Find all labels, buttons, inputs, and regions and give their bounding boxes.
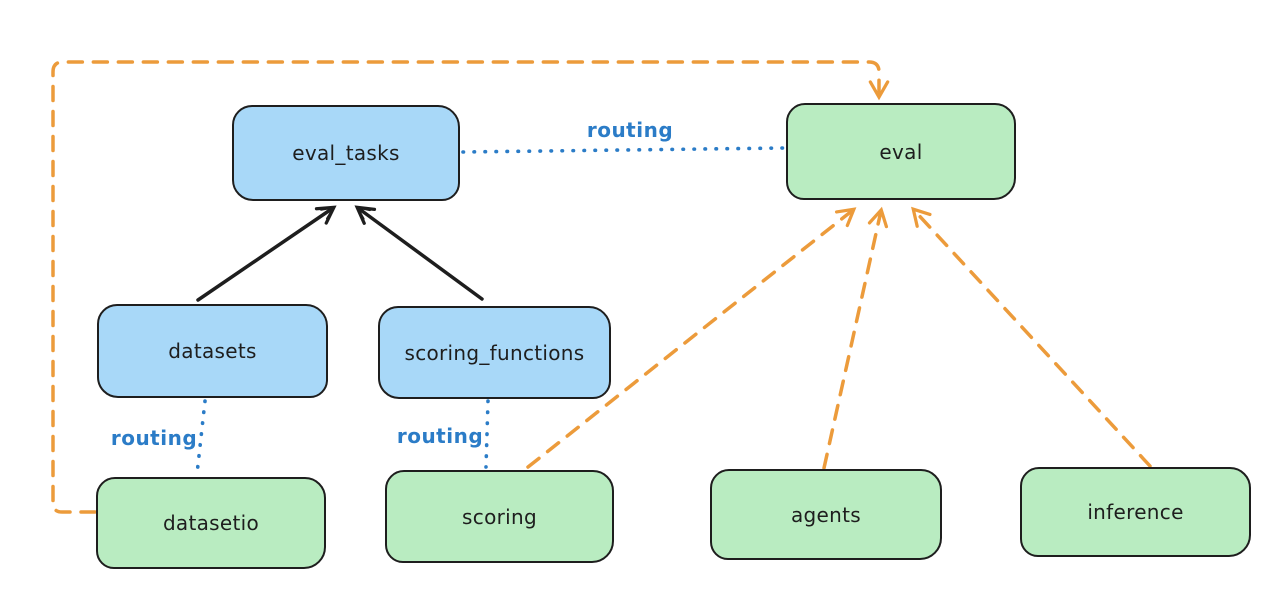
edge-agents-to-eval <box>822 206 889 470</box>
edge-datasets-to-datasetio-routing <box>195 399 207 476</box>
node-datasetio-label: datasetio <box>162 511 260 535</box>
node-eval-tasks-label: eval_tasks <box>292 141 400 165</box>
node-agents: agents <box>710 469 942 560</box>
node-inference: inference <box>1020 467 1251 557</box>
node-scoring-label: scoring <box>462 504 537 529</box>
edge-datasetio-to-eval <box>51 60 890 514</box>
node-datasets: datasets <box>97 304 328 398</box>
edge-label-routing-scoring-functions-scoring: routing <box>396 424 484 448</box>
edge-label-routing-datasets-datasetio: routing <box>110 426 198 450</box>
edge-scoring-functions-to-eval-tasks <box>354 205 484 301</box>
edge-eval-tasks-to-eval-routing <box>461 146 786 154</box>
node-datasets-label: datasets <box>168 339 257 363</box>
edge-inference-to-eval <box>911 206 1152 468</box>
node-datasetio: datasetio <box>96 477 326 569</box>
node-scoring: scoring <box>385 470 614 563</box>
edge-datasets-to-eval-tasks <box>196 205 337 302</box>
node-inference-label: inference <box>1087 500 1184 524</box>
edge-label-routing-eval-tasks-eval: routing <box>586 118 674 142</box>
edge-scoring-to-eval <box>526 207 857 469</box>
node-scoring-functions: scoring_functions <box>378 306 611 399</box>
node-agents-label: agents <box>791 502 861 527</box>
node-scoring-functions-label: scoring_functions <box>404 340 585 365</box>
node-eval: eval <box>786 103 1016 200</box>
node-eval-label: eval <box>879 139 923 164</box>
node-eval-tasks: eval_tasks <box>232 105 460 201</box>
edge-scoring-functions-to-scoring-routing <box>484 399 490 469</box>
